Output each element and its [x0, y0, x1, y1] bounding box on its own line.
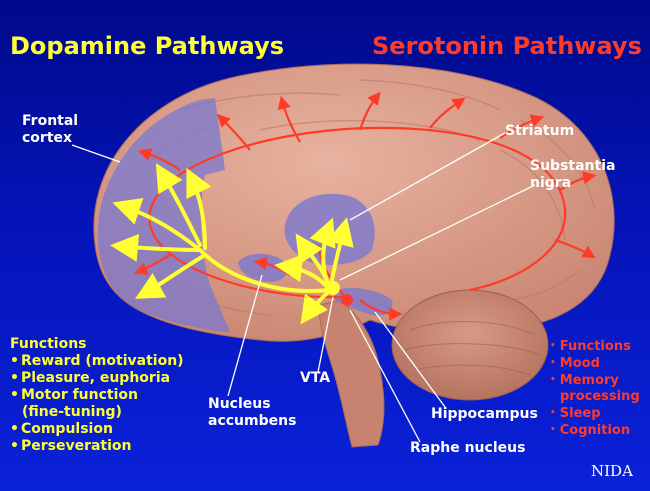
nucleus-accumbens-label: Nucleus accumbens [208, 396, 296, 430]
dopamine-function-subtext: (fine-tuning) [10, 404, 184, 421]
serotonin-function-item: Sleep [550, 405, 640, 422]
serotonin-function-item: Mood [550, 355, 640, 372]
dopamine-function-item: Perseveration [10, 438, 184, 455]
raphe-nucleus-label: Raphe nucleus [410, 440, 525, 457]
dopamine-function-item: Pleasure, euphoria [10, 370, 184, 387]
dopamine-functions-heading: Functions [10, 336, 184, 353]
serotonin-functions-heading: Functions [550, 338, 640, 355]
hippocampus-label: Hippocampus [431, 406, 538, 423]
cerebellum [392, 290, 548, 400]
dopamine-function-item: Motor function [10, 387, 184, 404]
nida-credit: NIDA [591, 462, 633, 480]
serotonin-functions-list: Functions Mood Memory processing Sleep C… [550, 338, 640, 439]
dopamine-function-item: Reward (motivation) [10, 353, 184, 370]
raphe-nucleus-marker [341, 294, 353, 306]
striatum-label: Striatum [505, 123, 574, 140]
serotonin-title: Serotonin Pathways [372, 32, 642, 60]
serotonin-function-subtext: processing [550, 389, 640, 405]
vta-marker [326, 281, 340, 295]
dopamine-functions-list: Functions Reward (motivation) Pleasure, … [10, 336, 184, 455]
serotonin-function-item: Memory [550, 372, 640, 389]
vta-label: VTA [300, 370, 330, 387]
dopamine-title: Dopamine Pathways [10, 32, 284, 60]
serotonin-function-item: Cognition [550, 422, 640, 439]
frontal-cortex-label: Frontal cortex [22, 113, 78, 147]
dopamine-function-item: Compulsion [10, 421, 184, 438]
substantia-nigra-label: Substantia nigra [530, 158, 615, 192]
